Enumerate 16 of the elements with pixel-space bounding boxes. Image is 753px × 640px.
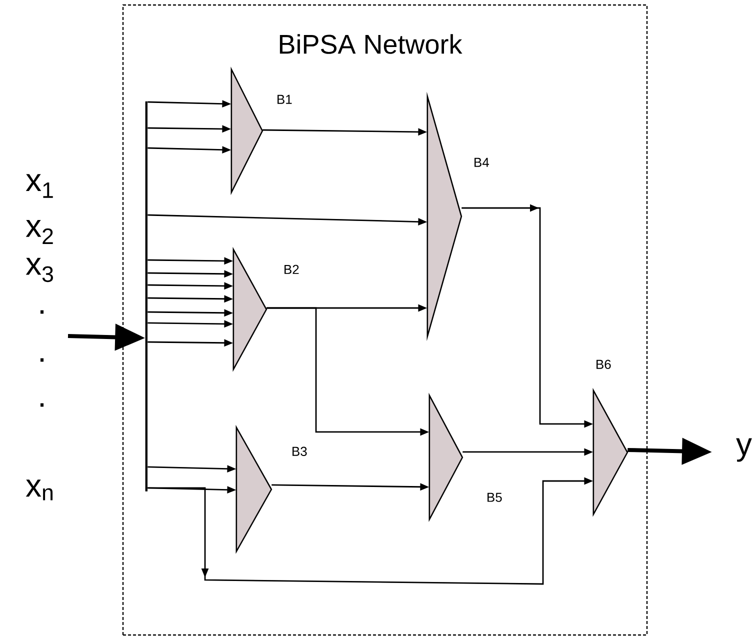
- node-label: B1: [278, 94, 292, 104]
- node-label: B5: [488, 492, 502, 502]
- input-label: .: [40, 403, 44, 407]
- frame-title: BiPSA Network: [280, 34, 462, 54]
- node-label: B2: [284, 264, 299, 274]
- node-label: B6: [596, 360, 611, 369]
- input-label: .: [40, 310, 44, 314]
- input-label: x$_{n}$: [26, 480, 53, 500]
- input-label: .: [40, 358, 44, 362]
- input-label: x$_{1}$: [26, 174, 53, 198]
- node-label: B3: [292, 446, 307, 456]
- bus-line: [145, 101, 148, 492]
- input-label: x$_{3}$: [26, 258, 53, 282]
- output-label: y: [736, 438, 752, 462]
- input-label: x$_{2}$: [26, 220, 53, 244]
- node-label: B4: [474, 158, 489, 167]
